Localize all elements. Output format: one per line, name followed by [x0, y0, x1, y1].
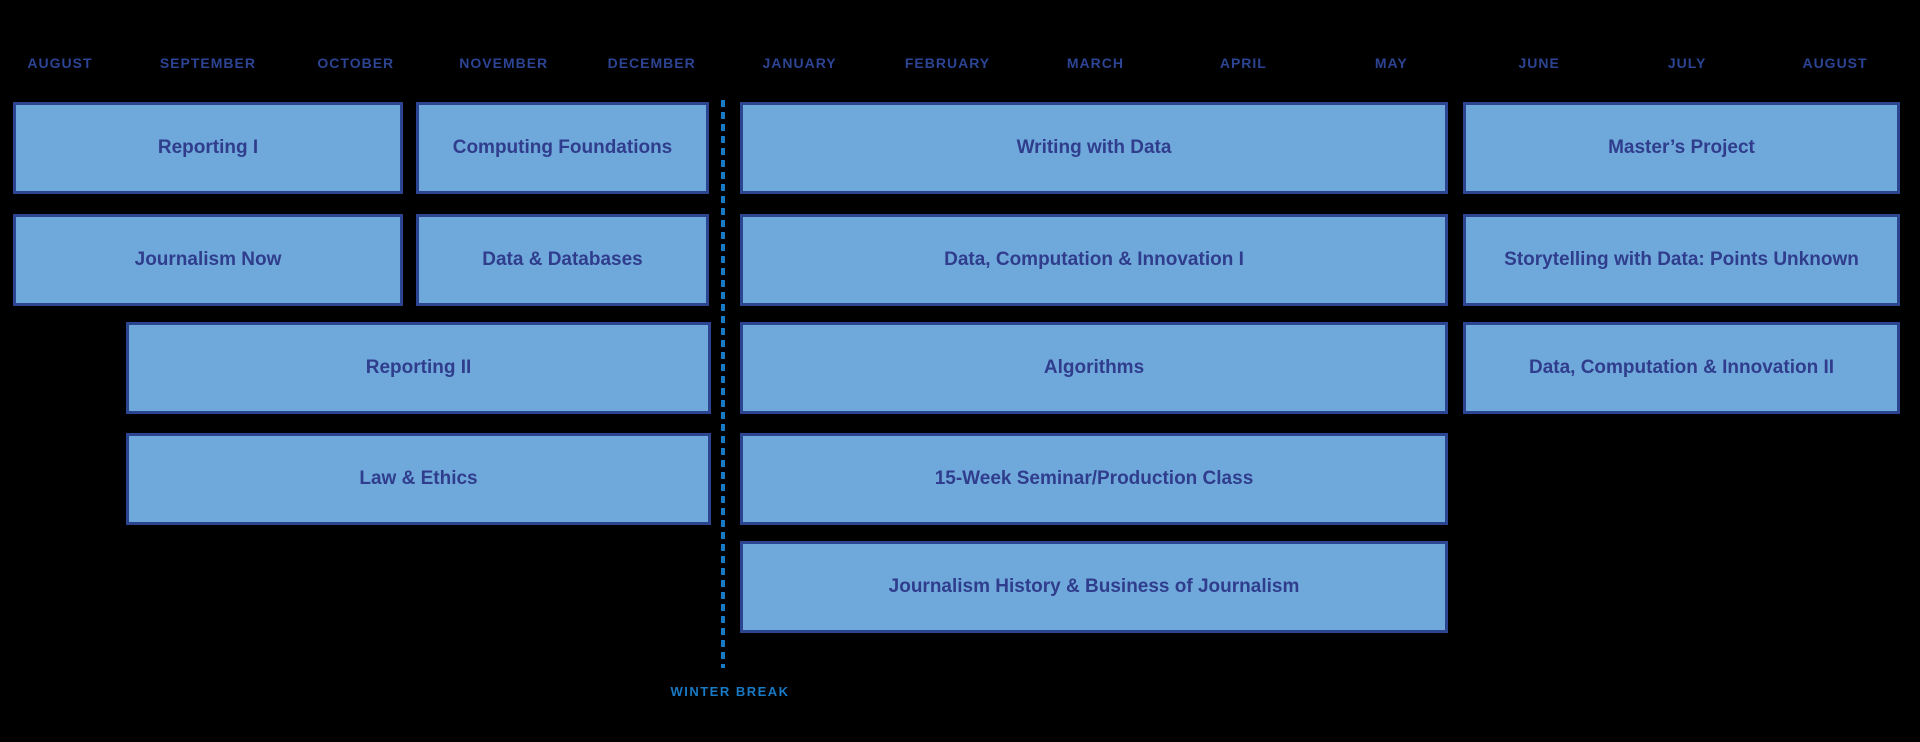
month-label-january: JANUARY	[762, 55, 837, 71]
course-bar-law-and-ethics: Law & Ethics	[126, 433, 711, 525]
winter-break-divider-line	[721, 100, 725, 668]
month-label-september: SEPTEMBER	[159, 55, 256, 71]
month-label-december: DECEMBER	[607, 55, 696, 71]
month-label-july: JULY	[1667, 55, 1707, 71]
month-label-june: JUNE	[1518, 55, 1560, 71]
course-bar-storytelling-points-unknown: Storytelling with Data: Points Unknown	[1463, 214, 1900, 306]
month-axis: AUGUST SEPTEMBER OCTOBER NOVEMBER DECEMB…	[0, 55, 1909, 71]
winter-break-label: WINTER BREAK	[670, 684, 790, 699]
course-bar-data-computation-innovation-i: Data, Computation & Innovation I	[740, 214, 1448, 306]
course-bar-reporting-i: Reporting I	[13, 102, 403, 194]
course-bar-algorithms: Algorithms	[740, 322, 1448, 414]
month-label-august-2: AUGUST	[1802, 55, 1868, 71]
month-label-march: MARCH	[1066, 55, 1124, 71]
course-bar-computing-foundations: Computing Foundations	[416, 102, 709, 194]
month-label-november: NOVEMBER	[459, 55, 549, 71]
course-bar-15-week-seminar-production: 15-Week Seminar/Production Class	[740, 433, 1448, 525]
course-bar-data-and-databases: Data & Databases	[416, 214, 709, 306]
month-label-april: APRIL	[1219, 55, 1267, 71]
course-bar-journalism-history-business: Journalism History & Business of Journal…	[740, 541, 1448, 633]
month-label-august-1: AUGUST	[27, 55, 93, 71]
month-label-may: MAY	[1374, 55, 1408, 71]
month-label-october: OCTOBER	[317, 55, 395, 71]
course-bar-reporting-ii: Reporting II	[126, 322, 711, 414]
month-label-february: FEBRUARY	[904, 55, 991, 71]
course-bar-data-computation-innovation-ii: Data, Computation & Innovation II	[1463, 322, 1900, 414]
course-bar-journalism-now: Journalism Now	[13, 214, 403, 306]
course-bar-masters-project: Master’s Project	[1463, 102, 1900, 194]
course-bar-writing-with-data: Writing with Data	[740, 102, 1448, 194]
